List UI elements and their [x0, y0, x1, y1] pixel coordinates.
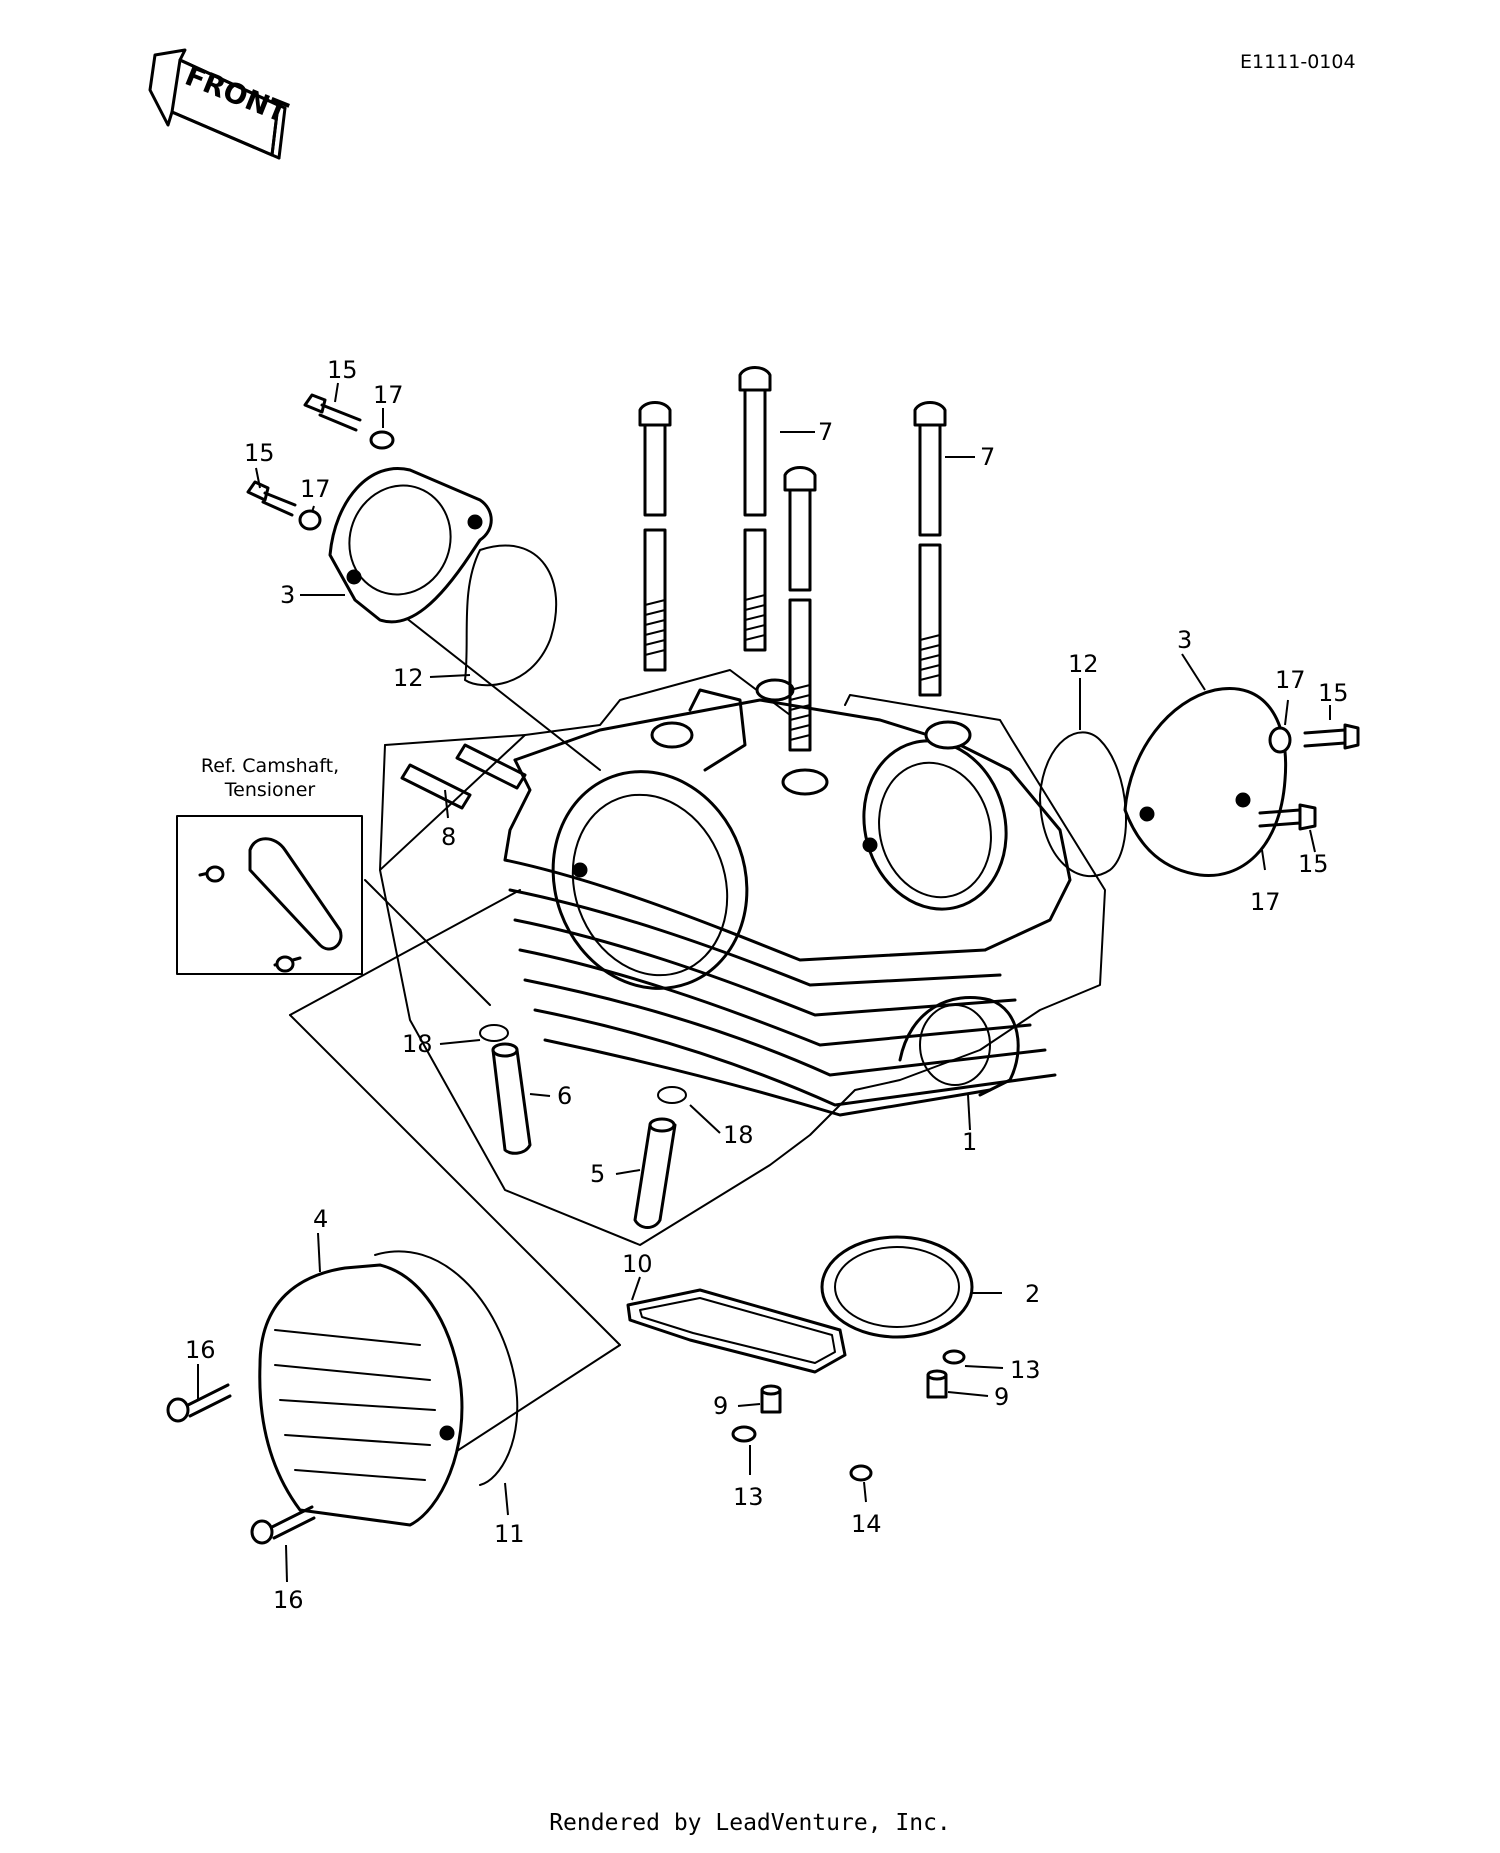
left-side-cover [258, 1263, 464, 1527]
callout-12b: 12 [1068, 650, 1099, 678]
callout-8: 8 [441, 823, 456, 851]
callout-2: 2 [1025, 1280, 1040, 1308]
callout-7b: 7 [980, 443, 995, 471]
callout-11: 11 [494, 1520, 525, 1548]
callout-18a: 18 [402, 1030, 433, 1058]
callout-10: 10 [622, 1250, 653, 1278]
reference-box-line2: Tensioner [224, 779, 316, 801]
callout-13a: 13 [1010, 1356, 1041, 1384]
callout-numbers: 15 17 15 17 3 12 7 7 8 12 3 17 15 15 17 … [185, 356, 1349, 1614]
cap-bolts-right [1258, 723, 1360, 831]
callout-9b: 9 [994, 1383, 1009, 1411]
o-ring-2 [820, 1235, 974, 1339]
callout-17a: 17 [373, 381, 404, 409]
callout-15b: 15 [244, 439, 275, 467]
left-cap-o-ring [464, 544, 558, 687]
callout-5: 5 [590, 1160, 605, 1188]
callout-3a: 3 [280, 581, 295, 609]
callout-4: 4 [313, 1205, 328, 1233]
gasket-10 [626, 1288, 847, 1374]
callout-15c: 15 [1318, 679, 1349, 707]
leader-lines [197, 382, 1331, 1583]
reference-box-line1: Ref. Camshaft, [201, 755, 339, 777]
callout-7a: 7 [818, 418, 833, 446]
dowel-pins [400, 743, 527, 810]
callout-15d: 15 [1298, 850, 1329, 878]
callout-12a: 12 [393, 664, 424, 692]
small-parts [731, 1349, 966, 1482]
callout-16a: 16 [185, 1336, 216, 1364]
front-arrow-icon: FRONT [148, 48, 292, 160]
callout-15a: 15 [327, 356, 358, 384]
callout-17d: 17 [1250, 888, 1281, 916]
left-tappet-cap [328, 467, 493, 624]
valve-guides [479, 1024, 687, 1229]
drawing-code: E1111-0104 [1240, 51, 1356, 73]
callout-16b: 16 [273, 1586, 304, 1614]
left-cover-o-ring [374, 1250, 519, 1486]
callout-18b: 18 [723, 1121, 754, 1149]
callout-17b: 17 [300, 475, 331, 503]
right-tappet-cap [1123, 687, 1288, 878]
right-cap-o-ring [1039, 731, 1127, 878]
callout-9a: 9 [713, 1392, 728, 1420]
cap-bolts-left [246, 393, 395, 531]
callout-17c: 17 [1275, 666, 1306, 694]
cylinder-head [503, 678, 1072, 1117]
head-bolts [638, 366, 947, 752]
side-cover-screws [166, 1383, 316, 1545]
assembly-boundary [289, 569, 1106, 1476]
callout-1: 1 [962, 1128, 977, 1156]
callout-3b: 3 [1177, 626, 1192, 654]
callout-14: 14 [851, 1510, 882, 1538]
callout-6: 6 [557, 1082, 572, 1110]
callout-13b: 13 [733, 1483, 764, 1511]
reference-box: Ref. Camshaft, Tensioner [176, 755, 363, 975]
footer-credit: Rendered by LeadVenture, Inc. [549, 1810, 951, 1836]
